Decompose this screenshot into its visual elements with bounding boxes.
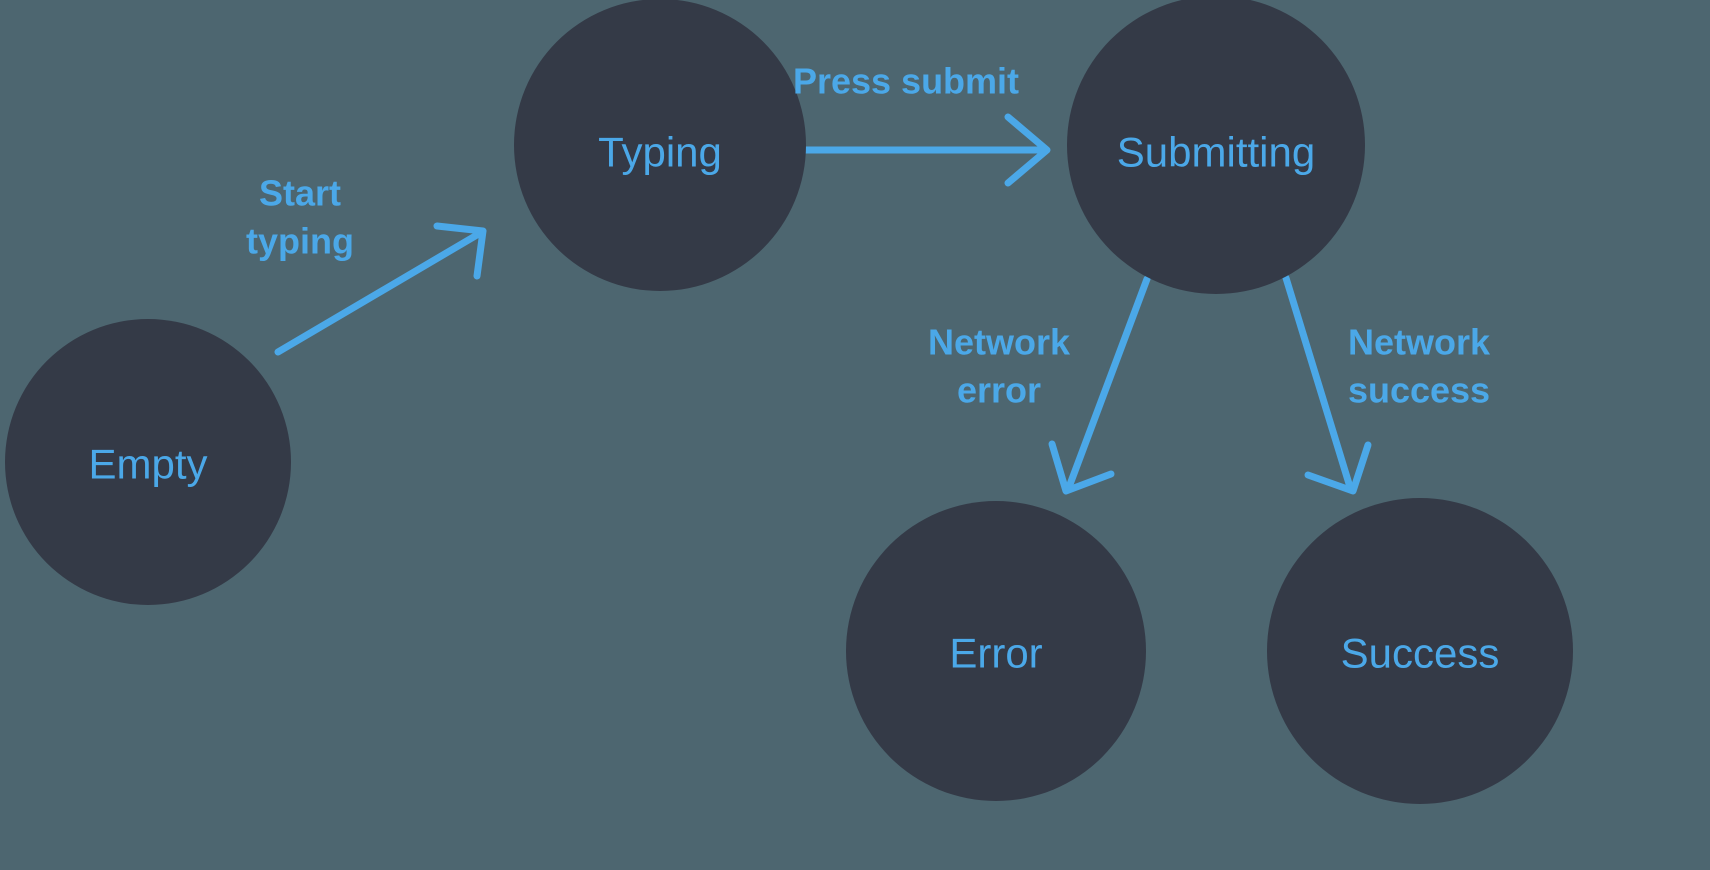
edge-typing-to-submitting — [761, 113, 1051, 187]
edge-submitting-to-error — [1048, 275, 1151, 495]
edge-label-press-submit: Press submit — [793, 61, 1019, 102]
state-node-error[interactable]: Error — [846, 501, 1146, 801]
edge-label-start-typing: Start typing — [246, 173, 354, 262]
state-node-error-circle[interactable] — [846, 501, 1146, 801]
state-node-typing-circle[interactable] — [514, 0, 806, 291]
state-node-empty-label: Empty — [88, 441, 207, 488]
edge-submitting-to-success — [1282, 274, 1372, 495]
state-node-success-circle[interactable] — [1267, 498, 1573, 804]
edge-typing-to-submitting-arrowhead — [1004, 113, 1051, 187]
edge-label-start-typing-line-1: Start — [259, 173, 341, 214]
state-node-success[interactable]: Success — [1267, 498, 1573, 804]
state-node-typing-label: Typing — [598, 129, 722, 176]
edge-submitting-to-error-line — [1065, 275, 1151, 491]
state-node-submitting[interactable]: Submitting — [1067, 0, 1365, 294]
state-node-submitting-circle[interactable] — [1067, 0, 1365, 294]
edge-label-network-error-line-1: Network — [928, 322, 1071, 363]
edge-label-network-error-line-2: error — [957, 370, 1041, 411]
edge-label-network-error: Network error — [928, 322, 1071, 411]
edge-label-start-typing-line-2: typing — [246, 221, 354, 262]
edge-submitting-to-error-arrowhead — [1048, 440, 1115, 495]
edge-empty-to-typing-line — [274, 228, 486, 356]
edge-empty-to-typing-arrowhead — [433, 222, 487, 280]
state-node-error-label: Error — [949, 630, 1042, 677]
edge-label-network-success-line-1: Network — [1348, 322, 1491, 363]
state-node-empty[interactable]: Empty — [5, 319, 291, 605]
edge-submitting-to-success-line — [1282, 274, 1354, 491]
edge-label-network-success-line-2: success — [1348, 370, 1490, 411]
state-node-typing[interactable]: Typing — [514, 0, 806, 291]
state-node-empty-circle[interactable] — [5, 319, 291, 605]
edge-submitting-to-success-arrowhead — [1304, 441, 1372, 495]
edge-label-network-success: Network success — [1348, 322, 1491, 411]
state-node-submitting-label: Submitting — [1117, 129, 1315, 176]
state-node-success-label: Success — [1341, 630, 1500, 677]
edge-empty-to-typing — [274, 222, 487, 356]
edge-label-press-submit-line-1: Press submit — [793, 61, 1019, 102]
